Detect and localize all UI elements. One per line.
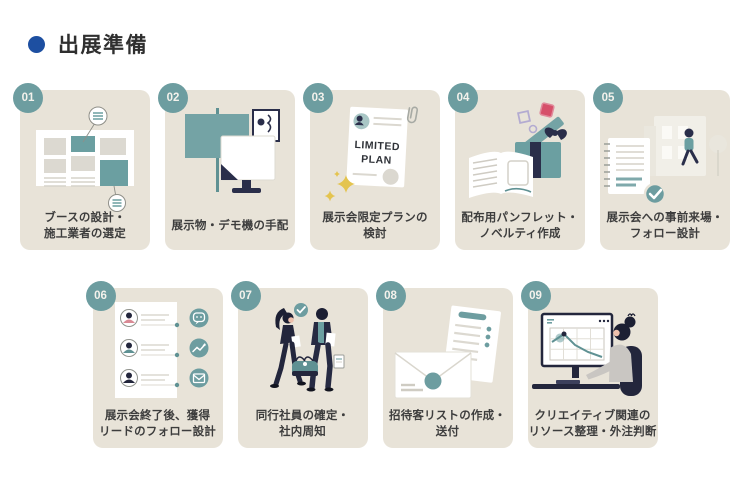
- pamphlet-giftbox-illustration: [469, 102, 567, 198]
- novelty-circle-icon: [528, 124, 538, 134]
- step-card-01: 01 ブースの設計・ 施工業: [13, 83, 150, 250]
- step-caption: クリエイティブ関連の リソース整理・外注判断: [528, 407, 657, 441]
- limited-plan-illustration: LIMITED PLAN: [324, 106, 418, 202]
- monitor-icon: [540, 312, 613, 378]
- caption-line: クリエイティブ関連の: [534, 410, 651, 422]
- page-title: 出展準備: [58, 34, 148, 57]
- step-caption: ブースの設計・ 施工業者の選定: [22, 209, 148, 243]
- step-number-badge: 01: [13, 83, 43, 113]
- caption-line: 施工業者の選定: [44, 228, 126, 240]
- steps-row-1: 01 ブースの設計・ 施工業: [0, 83, 750, 250]
- step-card-02: 02 展示物・デモ機の手配: [158, 83, 295, 250]
- caption-line: 社内周知: [279, 426, 326, 438]
- caption-line: フォロー設計: [629, 228, 701, 240]
- caption-line: 配布用パンフレット・: [461, 212, 579, 224]
- step-card-05: 05: [593, 83, 730, 250]
- step-caption: 展示会への事前来場・ フォロー設計: [602, 209, 728, 243]
- venue-visit-illustration: [604, 116, 727, 206]
- monitor-icon: [220, 135, 276, 193]
- caption-line: 検討: [363, 228, 387, 240]
- menu-icon: [108, 194, 126, 212]
- caption-line: 送付: [435, 426, 460, 438]
- lead-row: [119, 369, 179, 388]
- step-caption: 同行社員の確定・ 社内周知: [240, 407, 366, 441]
- step-number-badge: 06: [85, 281, 116, 311]
- man-figure: [306, 308, 344, 392]
- caption-line: リードのフォロー設計: [99, 426, 216, 438]
- designer-illustration: [531, 312, 642, 396]
- mail-icon: [189, 368, 208, 388]
- exhibits-demo-illustration: [185, 108, 280, 193]
- lead-row: [119, 309, 179, 328]
- lead-row: [119, 339, 179, 358]
- step-number-badge: 03: [303, 83, 333, 113]
- colleagues-illustration: [269, 303, 344, 392]
- step-card-03: 03 LIMITED PLAN 展示会限定プランの: [303, 83, 440, 250]
- novelty-square-icon: [539, 102, 555, 118]
- step-caption: 展示物・デモ機の手配: [167, 209, 293, 243]
- chart-on-screen: [549, 327, 604, 361]
- checklist-document-icon: [604, 138, 650, 194]
- caption-line: 展示会終了後、獲得: [104, 410, 211, 422]
- page-header: 出展準備: [28, 29, 148, 59]
- step-card-08: 08: [375, 281, 513, 448]
- step-number-badge: 07: [230, 281, 261, 311]
- step-card-06: 06: [85, 281, 223, 448]
- building-icon: [644, 116, 706, 176]
- open-pamphlet-icon: [469, 151, 533, 198]
- check-icon: [643, 182, 667, 206]
- chat-icon: [189, 308, 208, 328]
- clipboard-icon: [333, 354, 344, 369]
- step-number-badge: 02: [158, 83, 188, 113]
- step-number-badge: 09: [520, 281, 551, 311]
- menu-icon: [88, 106, 108, 126]
- steps-row-2: 06: [0, 281, 750, 448]
- novelty-square-icon: [517, 110, 531, 124]
- bag-icon: [291, 356, 318, 376]
- caption-line: 展示物・デモ機の手配: [171, 220, 289, 232]
- caption-line: 展示会への事前来場・: [606, 212, 724, 224]
- chart-icon: [189, 338, 208, 358]
- step-number-badge: 05: [593, 83, 623, 113]
- step-number-badge: 08: [375, 281, 406, 311]
- step-number-badge: 04: [448, 83, 478, 113]
- keyboard-icon: [555, 380, 580, 384]
- desk: [531, 384, 620, 389]
- step-caption: 展示会限定プランの 検討: [312, 209, 438, 243]
- step-card-04: 04: [448, 83, 585, 250]
- step-card-09: 09: [520, 281, 658, 448]
- tree-icon: [709, 135, 727, 176]
- caption-line: 展示会限定プランの: [322, 212, 428, 224]
- invitation-illustration: [394, 305, 501, 399]
- envelope-icon: [394, 351, 471, 399]
- woman-figure: [269, 308, 306, 388]
- bullet-icon: [28, 35, 45, 53]
- plan-text: PLAN: [361, 153, 392, 167]
- limited-text: LIMITED: [354, 139, 400, 153]
- step-caption: 配布用パンフレット・ ノベルティ作成: [457, 209, 583, 243]
- caption-line: ブースの設計・: [44, 212, 126, 224]
- lead-followup-illustration: [114, 302, 208, 398]
- caption-line: ノベルティ作成: [479, 228, 561, 240]
- check-icon: [293, 303, 308, 317]
- caption-line: 同行社員の確定・: [255, 410, 350, 422]
- booth-layout-illustration: [36, 106, 134, 212]
- step-caption: 招待客リストの作成・ 送付: [385, 407, 511, 441]
- caption-line: 招待客リストの作成・: [389, 410, 506, 422]
- step-caption: 展示会終了後、獲得 リードのフォロー設計: [95, 407, 221, 441]
- walking-person: [681, 128, 699, 166]
- caption-line: リソース整理・外注判断: [528, 426, 657, 438]
- paperclip-icon: [406, 106, 418, 124]
- sparkle-icon: [324, 170, 355, 202]
- step-card-07: 07: [230, 281, 368, 448]
- seated-person: [585, 313, 642, 396]
